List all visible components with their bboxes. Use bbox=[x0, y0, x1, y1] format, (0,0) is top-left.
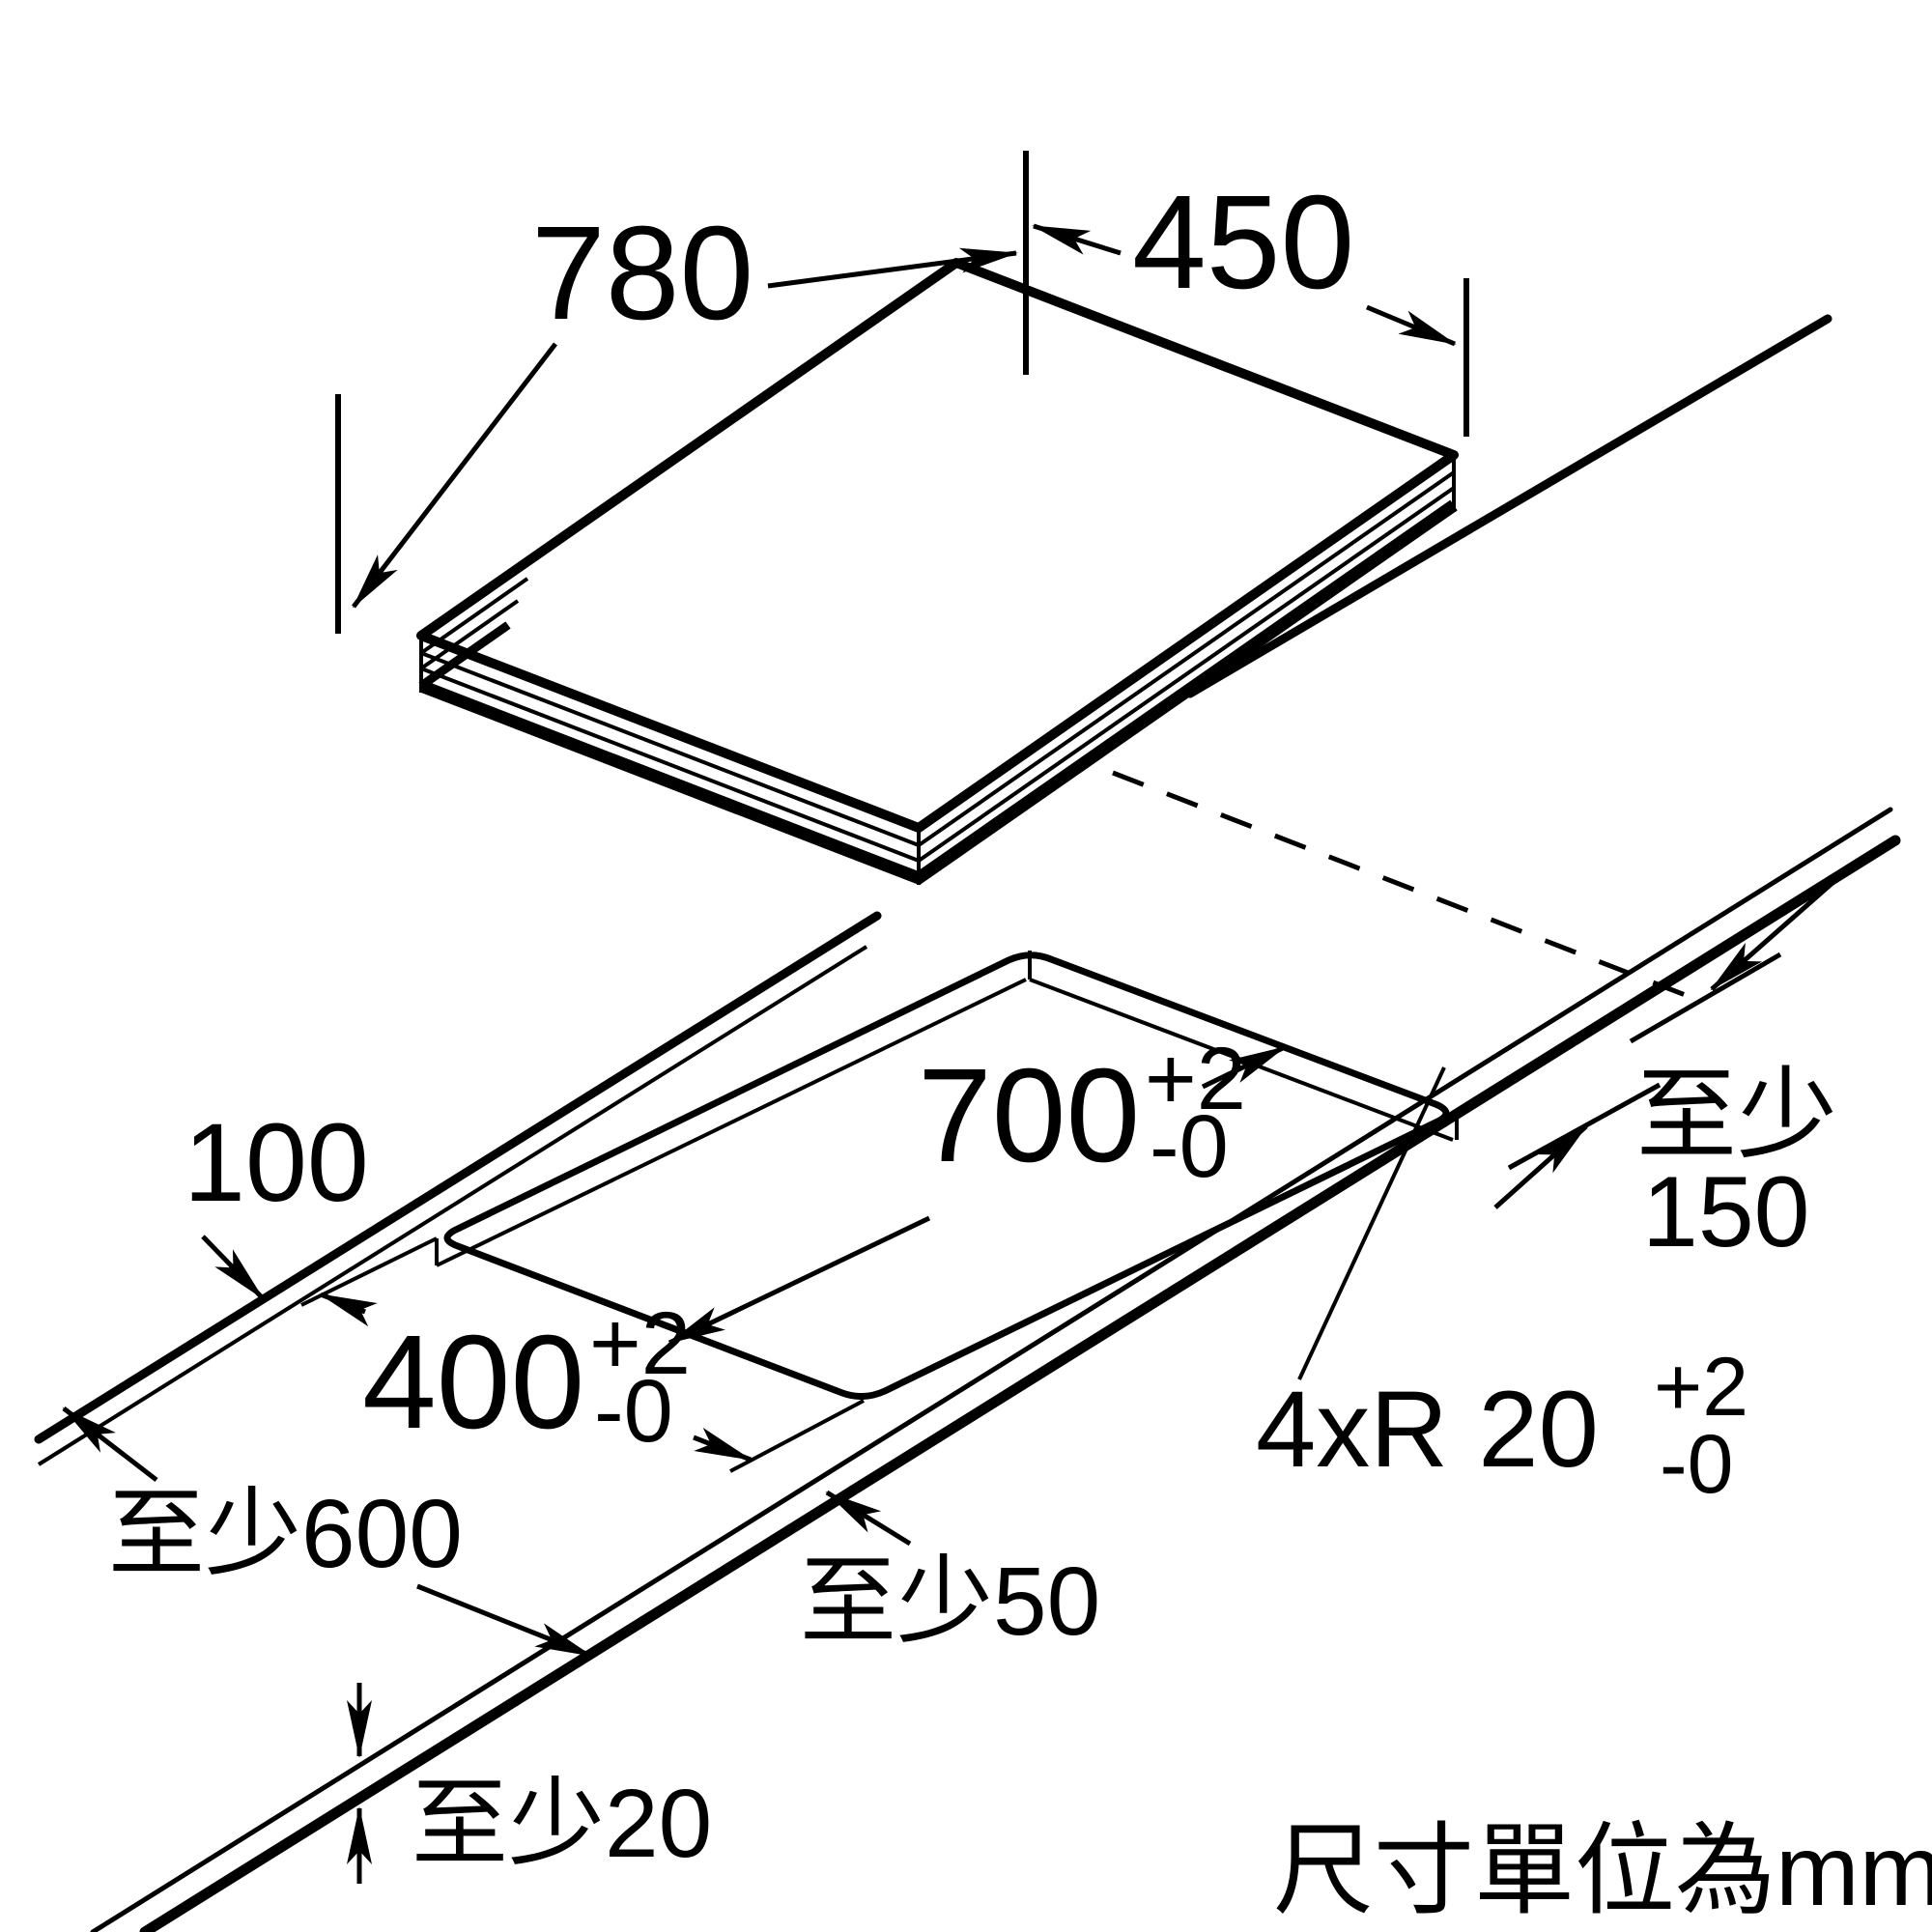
dim-700: 700 +2 -0 bbox=[668, 1030, 1287, 1346]
dim-780-arrow-right bbox=[767, 247, 1018, 289]
dim-780-arrow-left bbox=[352, 342, 557, 609]
dim-400-tol-plus: +2 bbox=[589, 1294, 691, 1393]
min600-arrow-front bbox=[416, 1583, 593, 1659]
min600-arrow-back bbox=[62, 1406, 158, 1482]
radius-tol-minus: -0 bbox=[1660, 1418, 1733, 1511]
radius-tol-plus: +2 bbox=[1654, 1341, 1748, 1434]
cooktop bbox=[416, 258, 1459, 886]
dim-100-arrow bbox=[201, 1235, 265, 1300]
dim-450-arrow-right bbox=[1366, 304, 1457, 347]
countertop-front-edge bbox=[90, 807, 1901, 1932]
dim-corner-radius: 4xR 20 +2 -0 bbox=[1256, 1066, 1748, 1511]
dim-100: 100 bbox=[184, 1101, 369, 1300]
radius-label: 4xR 20 bbox=[1256, 1369, 1599, 1490]
dim-400-tol-minus: -0 bbox=[594, 1362, 673, 1461]
min50-label: 至少50 bbox=[800, 1548, 1100, 1656]
dim-780: 780 bbox=[335, 151, 1029, 634]
min20-label: 至少20 bbox=[412, 1770, 712, 1878]
dim-700-label: 700 bbox=[918, 1041, 1140, 1190]
cooktop-left-stub3 bbox=[418, 621, 511, 690]
dim-min600: 至少600 bbox=[62, 1406, 593, 1659]
min150-arrow-lower bbox=[1493, 1124, 1588, 1209]
dim-700-tol-plus: +2 bbox=[1145, 1030, 1246, 1128]
min150-arrow-upper bbox=[1710, 873, 1843, 991]
dim-400: 400 +2 -0 bbox=[319, 1292, 753, 1463]
dim-min50: 至少50 bbox=[800, 1490, 1100, 1656]
min150-label-cjk: 至少 bbox=[1636, 1060, 1837, 1172]
dim-min150: 至少 150 bbox=[1493, 873, 1843, 1268]
alignment-dashed-line bbox=[1112, 770, 1701, 1004]
min150-ext-upper bbox=[1629, 952, 1782, 1044]
dim-700-arrow-low bbox=[668, 1215, 931, 1346]
dim-700-tol-minus: -0 bbox=[1150, 1097, 1229, 1196]
cooktop-mid-edge bbox=[420, 486, 1456, 864]
min150-label-num: 150 bbox=[1642, 1156, 1810, 1268]
dim-400-label: 400 bbox=[362, 1308, 584, 1457]
extension-line-front bbox=[729, 1399, 865, 1473]
dim-400-arrow-left bbox=[319, 1292, 378, 1327]
cutout-outline bbox=[443, 952, 1450, 1400]
min600-label: 至少600 bbox=[108, 1480, 463, 1588]
cooktop-left-stub1 bbox=[419, 577, 529, 655]
dim-450-label: 450 bbox=[1132, 168, 1354, 317]
dim-450: 450 bbox=[1032, 168, 1469, 437]
dim-780-label: 780 bbox=[531, 199, 753, 348]
dim-700-arrow-high bbox=[1201, 1044, 1287, 1090]
unit-note: 尺寸單位為mm bbox=[1273, 1815, 1932, 1927]
dim-min20: 至少20 bbox=[347, 1683, 712, 1884]
radius-leader-line bbox=[1297, 1066, 1446, 1380]
dim-450-arrow-left bbox=[1032, 223, 1122, 256]
cutout-inner-back-left bbox=[436, 978, 1027, 1267]
dim-400-arrow-right bbox=[693, 1427, 753, 1463]
min50-arrow bbox=[825, 1490, 912, 1547]
cooktop-left-stub2 bbox=[419, 599, 520, 670]
dim-100-label: 100 bbox=[184, 1101, 369, 1225]
countertop-back-edge bbox=[34, 314, 1833, 1466]
